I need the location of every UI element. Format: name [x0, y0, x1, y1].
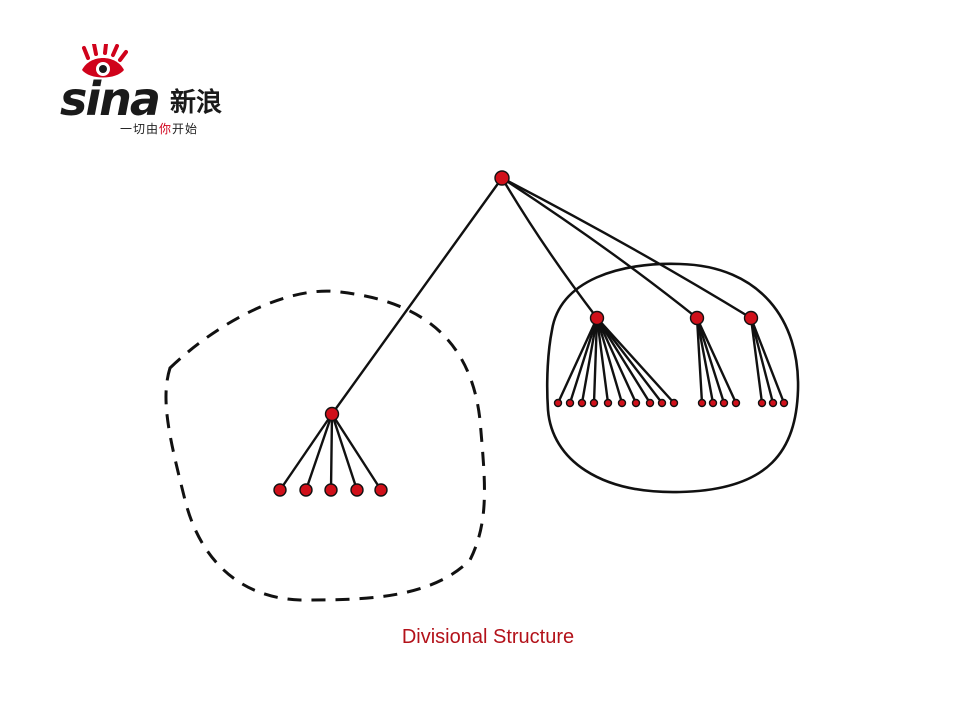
left-leaf-node	[374, 483, 388, 497]
edge-division1-leaf-5	[595, 316, 610, 405]
root-node	[494, 170, 510, 186]
division1-leaf-node	[577, 398, 587, 408]
left-division-node	[324, 406, 340, 422]
division1-leaf-node	[645, 398, 655, 408]
edge-left-leaf-3	[329, 412, 334, 492]
edge-root-division-2	[500, 176, 699, 320]
edge-division1-leaf-4	[592, 316, 599, 405]
left-leaf-node	[273, 483, 287, 497]
division2-leaf-node	[697, 398, 707, 408]
division-head-node-1	[589, 310, 605, 326]
left-leaf-node	[350, 483, 364, 497]
left-leaf-node	[299, 483, 313, 497]
edge-division3-leaf-3	[749, 316, 786, 405]
division1-leaf-node	[669, 398, 679, 408]
sina-logo: sina 新浪 一切由你开始	[58, 40, 258, 140]
edge-division1-leaf-10	[595, 316, 676, 405]
division2-leaf-node	[708, 398, 718, 408]
logo-wordmark: sina	[60, 72, 161, 126]
edge-left-leaf-2	[304, 412, 334, 492]
logo-slogan: 一切由你开始	[120, 120, 198, 137]
edge-left-leaf-4	[330, 412, 359, 492]
division-head-node-2	[689, 310, 705, 326]
division1-leaf-node	[603, 398, 613, 408]
dashed-division-boundary	[164, 289, 486, 602]
left-leaf-node	[324, 483, 338, 497]
edge-root-division-1	[500, 176, 599, 320]
division2-leaf-node	[731, 398, 741, 408]
diagram-caption: Divisional Structure	[401, 626, 575, 648]
division3-leaf-node	[779, 398, 789, 408]
solid-division-boundary	[545, 262, 800, 494]
slogan-highlight: 你	[159, 122, 173, 136]
sina-eye-icon	[82, 44, 128, 78]
division1-leaf-node	[589, 398, 599, 408]
logo-chinese-name: 新浪	[170, 88, 223, 118]
edge-division2-leaf-4	[695, 316, 738, 405]
edge-root-left	[330, 176, 504, 416]
division3-leaf-node	[768, 398, 778, 408]
slogan-pre: 一切由	[120, 122, 160, 136]
division-head-node-3	[743, 310, 759, 326]
edge-left-leaf-1	[278, 412, 334, 492]
division3-leaf-node	[757, 398, 767, 408]
edge-division1-leaf-8	[595, 316, 652, 405]
edge-division3-leaf-2	[749, 316, 775, 405]
division1-leaf-node	[553, 398, 563, 408]
edge-left-leaf-5	[330, 412, 383, 492]
edge-root-division-3	[500, 176, 753, 320]
division1-leaf-node	[657, 398, 667, 408]
edge-division1-leaf-6	[595, 316, 624, 405]
division2-leaf-node	[719, 398, 729, 408]
division1-leaf-node	[617, 398, 627, 408]
edge-division1-leaf-1	[556, 316, 599, 405]
division1-leaf-node	[565, 398, 575, 408]
slogan-post: 开始	[172, 122, 199, 136]
division1-leaf-node	[631, 398, 641, 408]
